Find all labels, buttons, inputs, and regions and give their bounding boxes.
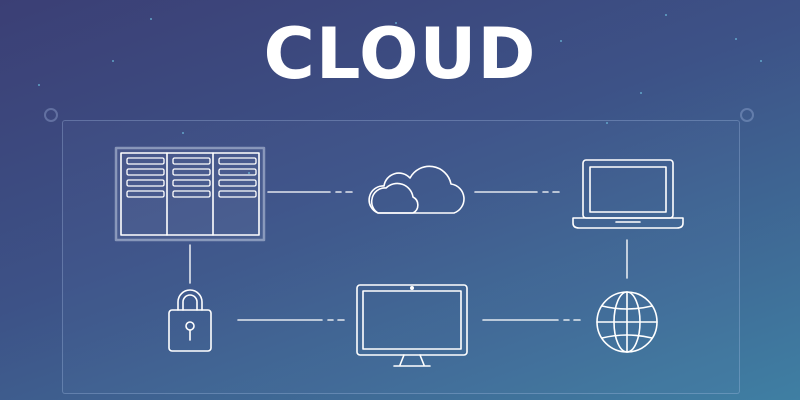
star-dot [150, 18, 152, 20]
panel-corner [44, 108, 58, 122]
star-dot [606, 122, 608, 124]
star-dot [248, 172, 250, 174]
star-dot [560, 40, 562, 42]
server-rack-icon [114, 146, 266, 242]
star-dot [735, 38, 737, 40]
star-dot [38, 84, 40, 86]
star-dot [112, 60, 114, 62]
globe-icon [596, 291, 658, 353]
page-title: CLOUD [263, 13, 537, 95]
star-dot [182, 132, 184, 134]
star-dot [395, 22, 397, 24]
padlock-icon [168, 289, 212, 352]
desktop-monitor-icon [356, 284, 468, 367]
star-dot [665, 14, 667, 16]
panel-corner [740, 108, 754, 122]
star-dot [760, 60, 762, 62]
laptop-icon [572, 159, 684, 229]
star-dot [640, 92, 642, 94]
cloud-icon [368, 165, 465, 214]
